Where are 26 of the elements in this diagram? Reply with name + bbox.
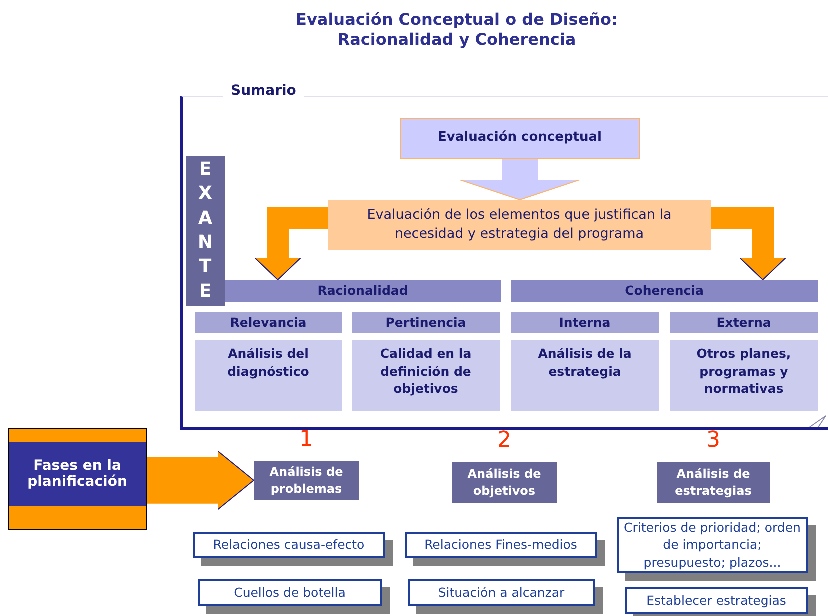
block-arrow bbox=[254, 207, 328, 280]
process-box: Evaluación de los elementos que justifican la necesidad y estrategia del programa bbox=[328, 200, 711, 250]
phase-box: Análisis de problemas bbox=[254, 461, 359, 500]
phase-panel bbox=[8, 428, 147, 530]
step-number: 2 bbox=[496, 428, 512, 453]
step-number: 3 bbox=[706, 428, 722, 453]
category-bar: Coherencia bbox=[511, 280, 818, 302]
step-number: 1 bbox=[298, 427, 314, 452]
panel-heading: Sumario bbox=[223, 83, 304, 99]
block-arrow bbox=[711, 207, 786, 280]
process-box: Evaluación conceptual bbox=[400, 118, 640, 159]
subcategory-bar: Externa bbox=[670, 312, 818, 333]
vertical-band: EXANTE bbox=[186, 156, 225, 306]
subcategory-bar: Relevancia bbox=[195, 312, 342, 333]
content-box: Análisis del diagnóstico bbox=[195, 340, 342, 411]
content-box: Calidad en la definición de objetivos bbox=[352, 340, 500, 411]
phase-box: Análisis de objetivos bbox=[452, 462, 557, 503]
content-box: Análisis de la estrategia bbox=[511, 340, 659, 411]
phase-box: Análisis de estrategias bbox=[657, 462, 770, 503]
block-arrow bbox=[460, 159, 580, 200]
subcategory-bar: Interna bbox=[511, 312, 659, 333]
title: Evaluación Conceptual o de Diseño: Racionalidad y Coherencia bbox=[295, 10, 619, 50]
category-bar: Racionalidad bbox=[225, 280, 501, 302]
subcategory-bar: Pertinencia bbox=[352, 312, 500, 333]
phase-label: Fases en la planificación bbox=[9, 442, 146, 506]
content-box: Otros planes, programas y normativas bbox=[670, 340, 818, 411]
